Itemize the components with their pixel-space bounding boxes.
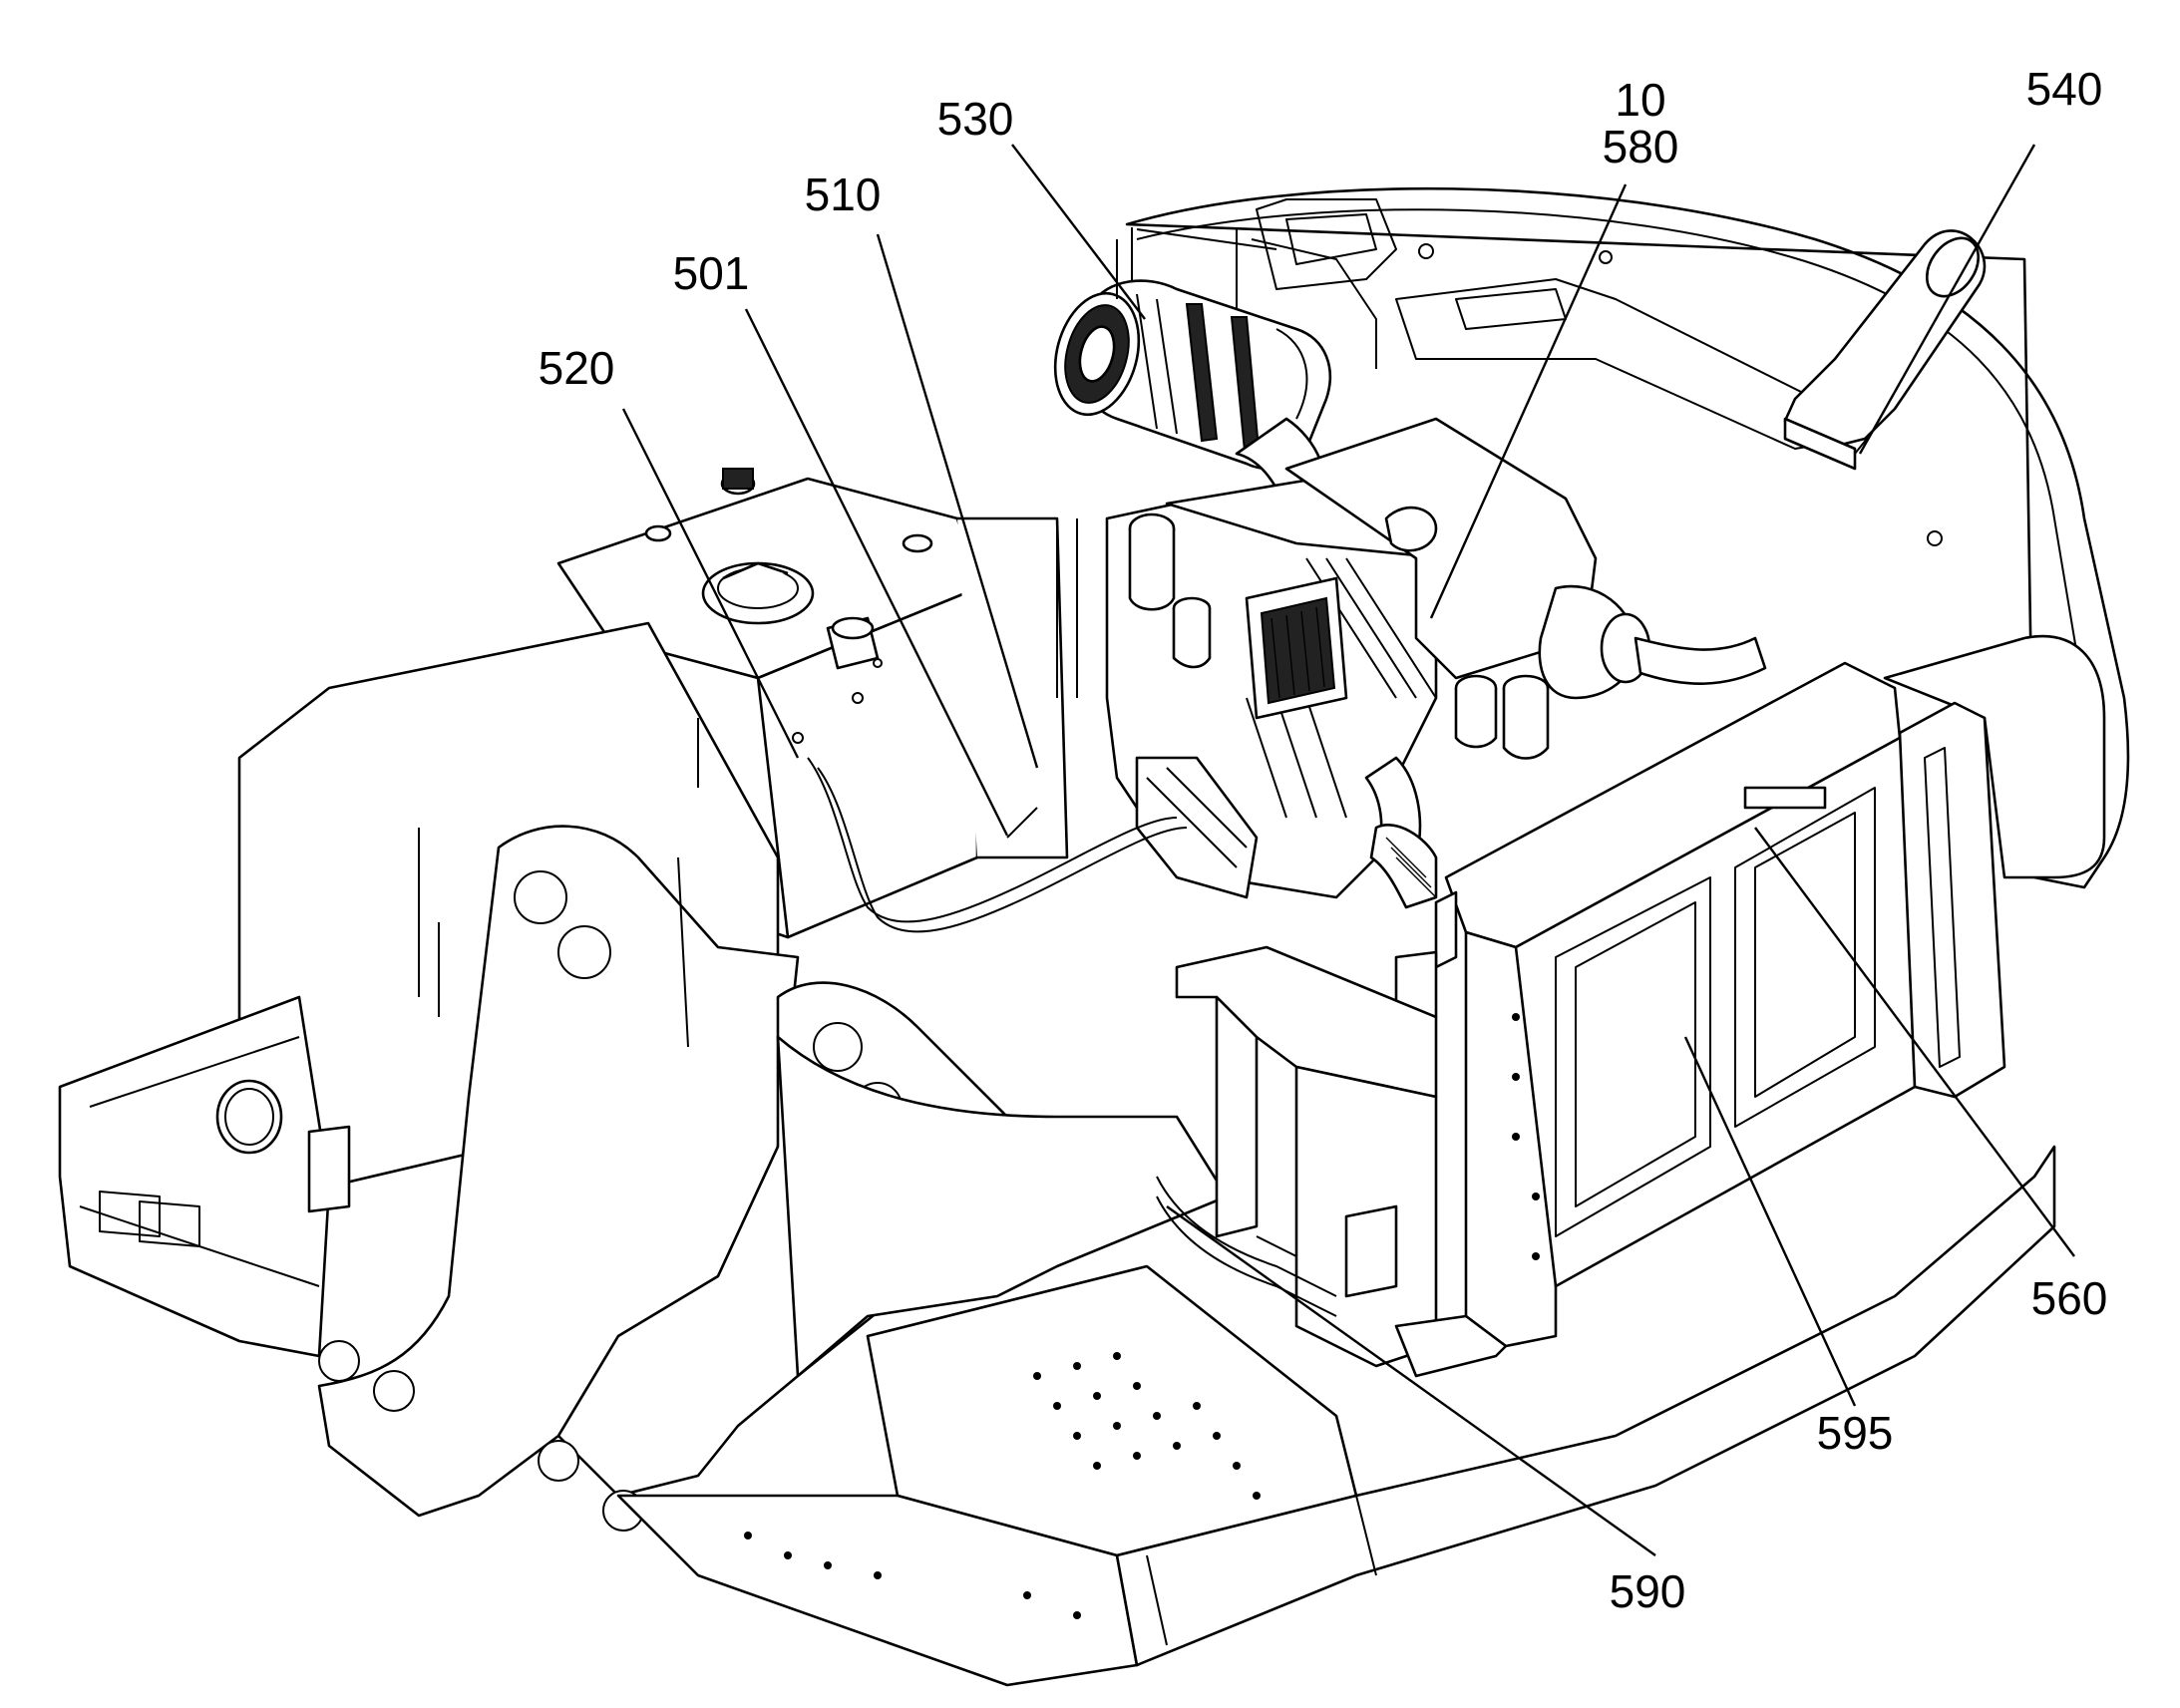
leader-590	[1166, 1205, 1656, 1556]
label-590: 590	[1610, 1565, 1686, 1617]
label-10: 10	[1615, 74, 1665, 126]
leader-595	[1683, 1036, 1857, 1407]
leader-560	[1754, 827, 2075, 1257]
label-530: 530	[937, 93, 1014, 145]
label-520: 520	[539, 342, 615, 394]
leader-lines	[621, 144, 2075, 1556]
label-560: 560	[2031, 1272, 2108, 1324]
engine-hood-shell	[1125, 186, 2130, 889]
engine-block	[1105, 417, 1767, 909]
exhaust-pipe	[1783, 229, 1987, 471]
leader-510	[876, 233, 1039, 769]
leader-520	[621, 408, 800, 759]
leader-580	[1429, 183, 1628, 619]
upper-frame	[58, 621, 2056, 1687]
leader-530	[1011, 144, 1146, 320]
reference-labels: 10 580 530 540 510 501 520 560 595 590	[539, 63, 2108, 1617]
leader-501	[744, 308, 1009, 837]
label-510: 510	[805, 169, 882, 220]
leader-540	[1858, 144, 2036, 455]
label-540: 540	[2026, 63, 2103, 115]
label-580: 580	[1603, 121, 1679, 172]
hydraulic-hoses	[807, 517, 1188, 933]
label-501: 501	[673, 247, 750, 299]
cooling-unit	[1394, 661, 2006, 1348]
control-box	[1156, 945, 1508, 1378]
label-595: 595	[1817, 1407, 1894, 1459]
air-cleaner	[1053, 228, 1377, 515]
